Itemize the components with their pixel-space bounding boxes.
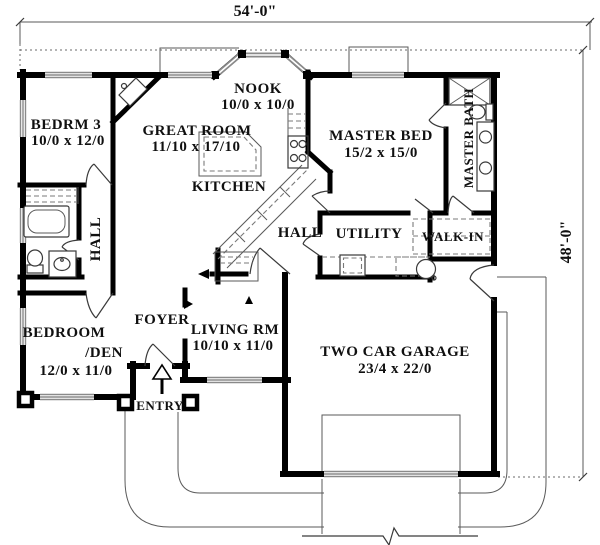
room-label-living-rm: LIVING RM	[191, 322, 279, 338]
room-label-utility: UTILITY	[336, 226, 403, 242]
room-size-living-rm: 10/10 x 11/0	[192, 338, 273, 354]
window-bedrm3-top	[45, 71, 92, 79]
master-bath-door	[447, 195, 475, 214]
bump-out-outlines	[159, 46, 409, 73]
fireplace	[118, 77, 148, 107]
room-label-master-bath: MASTER BATH	[461, 88, 476, 188]
room-label-bedrm3: BEDRM 3	[31, 117, 102, 133]
roof-overhang-lines	[19, 44, 583, 478]
driveway	[302, 414, 478, 545]
room-size-nook: 10/0 x 10/0	[221, 97, 295, 113]
walkin-shelves	[412, 218, 491, 255]
window-bedrm3-left	[19, 100, 27, 137]
bed-bath-door	[428, 102, 447, 129]
bay-window	[210, 49, 315, 81]
room-label-great-room: GREAT ROOM	[142, 123, 251, 139]
window-master-top	[352, 71, 404, 79]
window-den-left	[19, 308, 27, 345]
master-bed-door	[311, 190, 331, 214]
room-label-kitchen: KITCHEN	[192, 179, 266, 195]
side-exterior-door	[469, 264, 495, 302]
window-living-bottom	[207, 376, 262, 384]
linen-shelves	[26, 187, 79, 204]
walkway	[124, 276, 547, 528]
utility-door	[302, 233, 321, 257]
water-heater	[415, 258, 437, 281]
bathtub	[23, 205, 70, 238]
room-label-garage: TWO CAR GARAGE	[320, 344, 470, 360]
room-label-bedroom-den-1: BEDROOM	[23, 325, 106, 341]
porch-pillars	[16, 390, 200, 412]
master-vanity	[476, 121, 495, 192]
washer	[339, 254, 366, 277]
room-label-entry: ENTRY	[136, 398, 184, 413]
windows	[19, 71, 458, 478]
ceiling-markers	[184, 269, 253, 309]
room-label-bedroom-den-2: /DEN	[84, 345, 123, 361]
kitchen-island	[198, 131, 262, 177]
bedroom-den-door	[85, 292, 114, 319]
room-label-master-bed: MASTER BED	[329, 128, 433, 144]
room-size-master-bed: 15/2 x 15/0	[344, 145, 418, 161]
garage-door	[324, 470, 458, 478]
bathroom-sink	[48, 250, 77, 278]
utility-fixtures	[322, 254, 430, 277]
room-size-great-room: 11/10 x 17/10	[151, 139, 240, 155]
doors	[61, 102, 495, 367]
entry-arrow	[151, 363, 173, 394]
room-label-foyer: FOYER	[135, 312, 190, 328]
master-bath-fixtures	[448, 77, 495, 192]
toilet	[26, 249, 44, 274]
dimension-width-label: 54'-0"	[234, 3, 277, 20]
room-label-hall-lower: HALL	[88, 217, 104, 262]
window-den-bottom	[40, 393, 94, 401]
master-toilet	[468, 103, 494, 121]
window-greatroom-top	[168, 71, 212, 79]
shower	[448, 77, 491, 106]
bedrm3-door	[85, 163, 113, 186]
room-size-bedrm3: 10/0 x 12/0	[31, 133, 105, 149]
room-size-garage: 23/4 x 22/0	[358, 361, 432, 377]
dimension-top: 54'-0"	[15, 3, 595, 50]
dimension-right: 48'-0"	[558, 45, 588, 482]
room-labels: NOOK 10/0 x 10/0 BEDRM 3 10/0 x 12/0 GRE…	[23, 81, 484, 413]
dimension-depth-label: 48'-0"	[558, 221, 575, 264]
room-label-nook: NOOK	[234, 81, 282, 97]
bathroom-fixtures	[23, 187, 79, 278]
garage-hall-door	[249, 247, 291, 275]
walk-in-door	[414, 198, 434, 214]
room-size-bedroom-den: 12/0 x 11/0	[39, 363, 112, 379]
front-door	[144, 343, 176, 367]
kitchen-fixtures	[198, 108, 317, 282]
room-label-walk-in: WALK-IN	[422, 229, 484, 244]
stove	[287, 135, 309, 169]
room-label-hall-upper: HALL	[278, 225, 323, 241]
